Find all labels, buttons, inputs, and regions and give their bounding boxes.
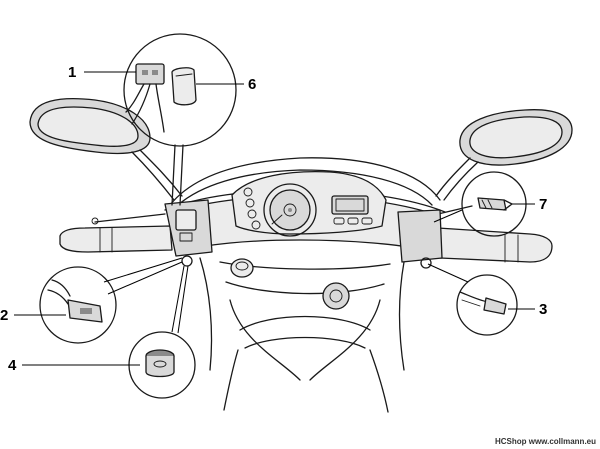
callout-1: 1 [68,64,76,81]
callout-7: 7 [539,196,547,213]
detail-right-switch [427,263,518,336]
callout-2: 2 [0,307,8,324]
detail-indicator-bulb [433,171,527,237]
detail-left-switch [39,257,183,344]
credit-text: HCShop www.collmann.eu [494,437,596,446]
lower-fairing [199,257,405,413]
left-handlebar [59,199,213,267]
detail-lock-cylinder [128,265,196,399]
left-mirror [29,97,183,201]
callout-4: 4 [8,357,17,374]
instrument-cluster [231,171,387,237]
callout-3: 3 [539,301,547,318]
callout-6: 6 [248,76,256,93]
right-handlebar [397,205,553,269]
detail-top-switch [123,33,237,206]
right-mirror [435,109,573,201]
